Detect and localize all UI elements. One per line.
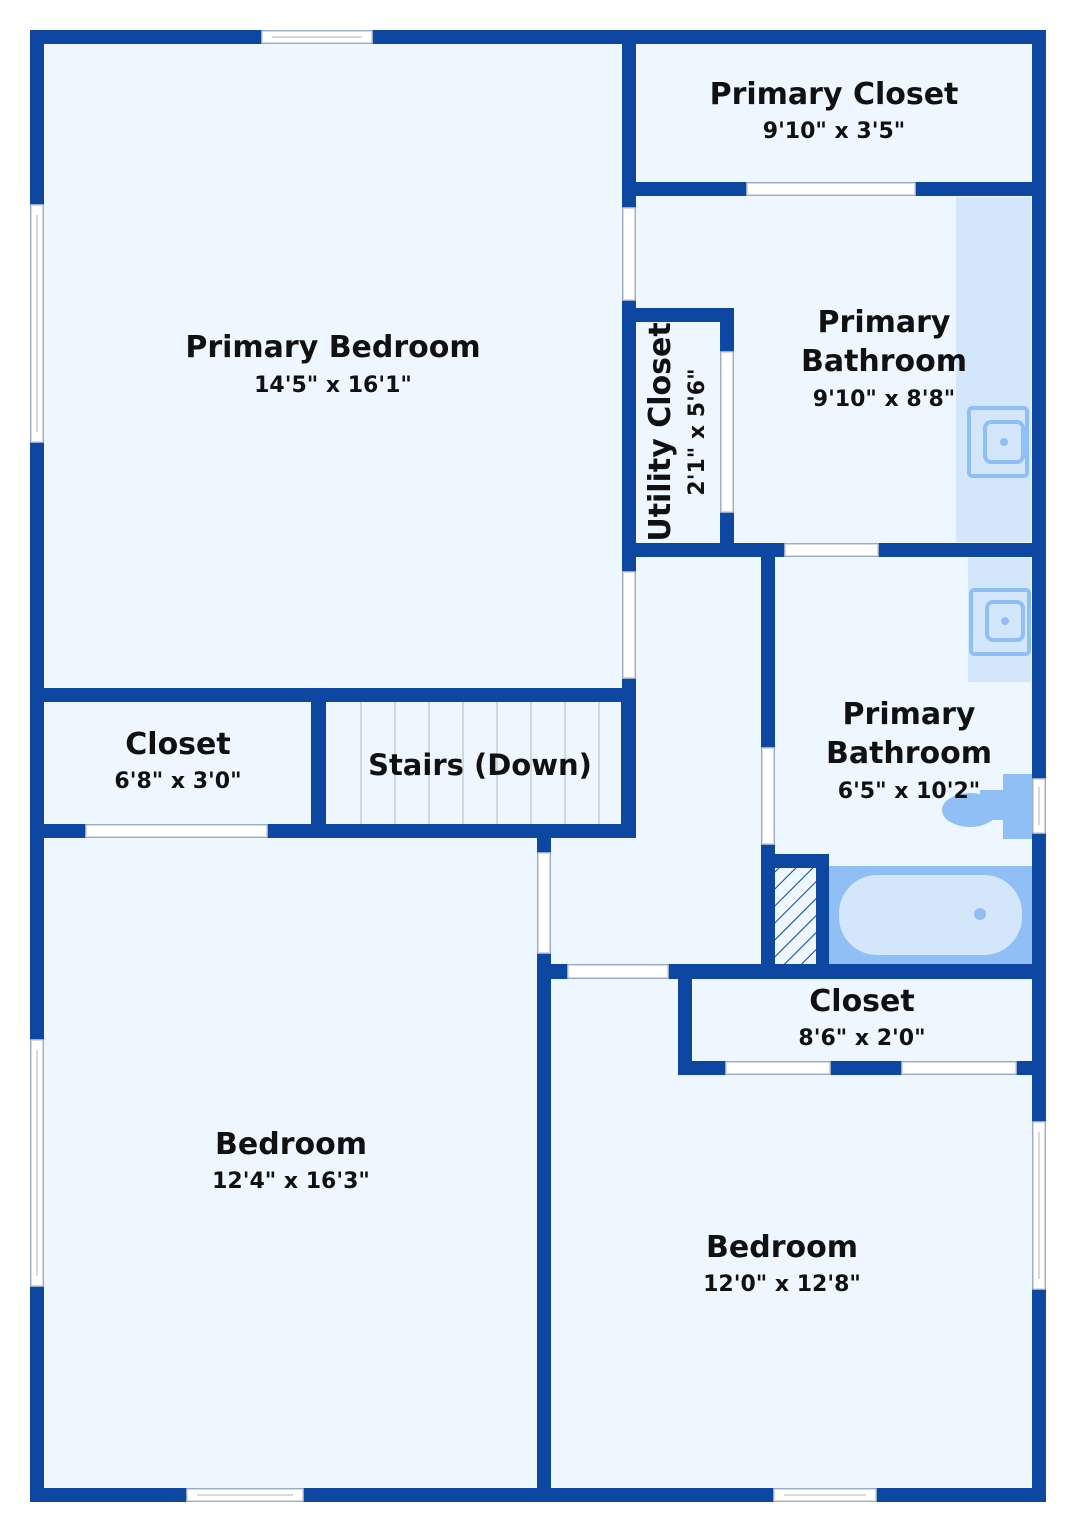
room-primary-closet: Primary Closet 9'10" x 3'5" xyxy=(710,77,959,144)
room-name: Closet xyxy=(125,727,230,762)
sink-icon xyxy=(967,406,1029,478)
room-name: Closet xyxy=(809,984,914,1019)
room-dimensions: 12'0" x 12'8" xyxy=(703,1272,861,1297)
room-bedroom-right: Bedroom 12'0" x 12'8" xyxy=(703,1230,861,1297)
stairs-hall-wall xyxy=(537,824,636,838)
window-bedroom-right-side xyxy=(1032,1121,1046,1290)
primary-closet-floor xyxy=(636,44,1032,182)
door-bedroom-right[interactable] xyxy=(567,964,669,979)
window-bedroom-right-bottom xyxy=(773,1488,877,1502)
window-bedroom-left-bottom xyxy=(186,1488,304,1502)
room-utility-closet: Utility Closet 2'1" x 5'6" xyxy=(643,322,710,541)
toilet-icon xyxy=(942,774,1032,839)
room-closet-right: Closet 8'6" x 2'0" xyxy=(798,984,925,1051)
room-name: Bedroom xyxy=(706,1230,858,1265)
door-closet-right-b[interactable] xyxy=(901,1061,1017,1075)
room-primary-bathroom-1: Primary Bathroom 9'10" x 8'8" xyxy=(801,305,967,412)
room-name-line1: Primary xyxy=(818,305,951,340)
room-dimensions: 2'1" x 5'6" xyxy=(685,368,710,495)
bedroom-left-floor xyxy=(44,838,537,1488)
window-bathroom-2-side xyxy=(1032,778,1046,834)
door-primary-closet[interactable] xyxy=(746,182,916,196)
utility-closet-floor xyxy=(636,322,720,542)
room-dimensions: 14'5" x 16'1" xyxy=(254,373,412,398)
room-name: Primary Closet xyxy=(710,77,959,112)
room-closet-left: Closet 6'8" x 3'0" xyxy=(114,727,241,794)
closet-right-floor xyxy=(692,979,1032,1061)
room-dimensions: 9'10" x 3'5" xyxy=(763,119,905,144)
room-dimensions: 12'4" x 16'3" xyxy=(212,1169,370,1194)
window-primary-bedroom-top xyxy=(261,30,373,44)
room-name: Bedroom xyxy=(215,1127,367,1162)
room-dimensions: 6'8" x 3'0" xyxy=(114,769,241,794)
room-dimensions: 9'10" x 8'8" xyxy=(813,387,955,412)
sink-icon xyxy=(969,588,1031,656)
room-primary-bathroom-2: Primary Bathroom 6'5" x 10'2" xyxy=(826,697,992,804)
hallway-lower-floor xyxy=(551,838,761,964)
room-name: Primary Bedroom xyxy=(185,330,480,365)
door-bedroom-left[interactable] xyxy=(537,852,551,954)
bathtub-icon xyxy=(829,866,1032,964)
door-closet-right-a[interactable] xyxy=(725,1061,831,1075)
door-bathroom-2-top[interactable] xyxy=(784,543,879,557)
door-primary-bedroom-hall[interactable] xyxy=(622,571,636,679)
window-bedroom-left xyxy=(30,1039,44,1287)
room-name-line1: Primary xyxy=(843,697,976,732)
room-primary-bedroom: Primary Bedroom 14'5" x 16'1" xyxy=(185,330,480,398)
bedroom-divider-wall xyxy=(537,824,551,1502)
door-utility-closet[interactable] xyxy=(720,351,734,513)
room-stairs: Stairs (Down) xyxy=(368,748,592,782)
stairs-floor xyxy=(326,702,621,824)
room-name-line2: Bathroom xyxy=(801,344,967,379)
room-dimensions: 8'6" x 2'0" xyxy=(798,1026,925,1051)
window-primary-bedroom-left xyxy=(30,204,44,443)
primary-bedroom-floor xyxy=(44,44,622,688)
door-closet-left[interactable] xyxy=(85,824,268,838)
door-primary-bedroom-bath[interactable] xyxy=(622,207,636,301)
utility-closet-wall-top xyxy=(622,308,734,322)
room-name-line2: Bathroom xyxy=(826,736,992,771)
room-dimensions: 6'5" x 10'2" xyxy=(838,779,980,804)
vanity-counter-1 xyxy=(956,197,1031,542)
door-bathroom-2-hall[interactable] xyxy=(761,747,775,845)
closet-right-left-wall xyxy=(678,964,692,1075)
door-openings xyxy=(85,182,1017,1075)
room-name: Stairs (Down) xyxy=(368,748,592,782)
hatched-shaft-icon xyxy=(761,854,829,979)
closet-left-floor xyxy=(44,702,311,824)
stairs-treads xyxy=(360,702,600,824)
room-name: Utility Closet xyxy=(643,322,678,541)
room-bedroom-left: Bedroom 12'4" x 16'3" xyxy=(212,1127,370,1194)
